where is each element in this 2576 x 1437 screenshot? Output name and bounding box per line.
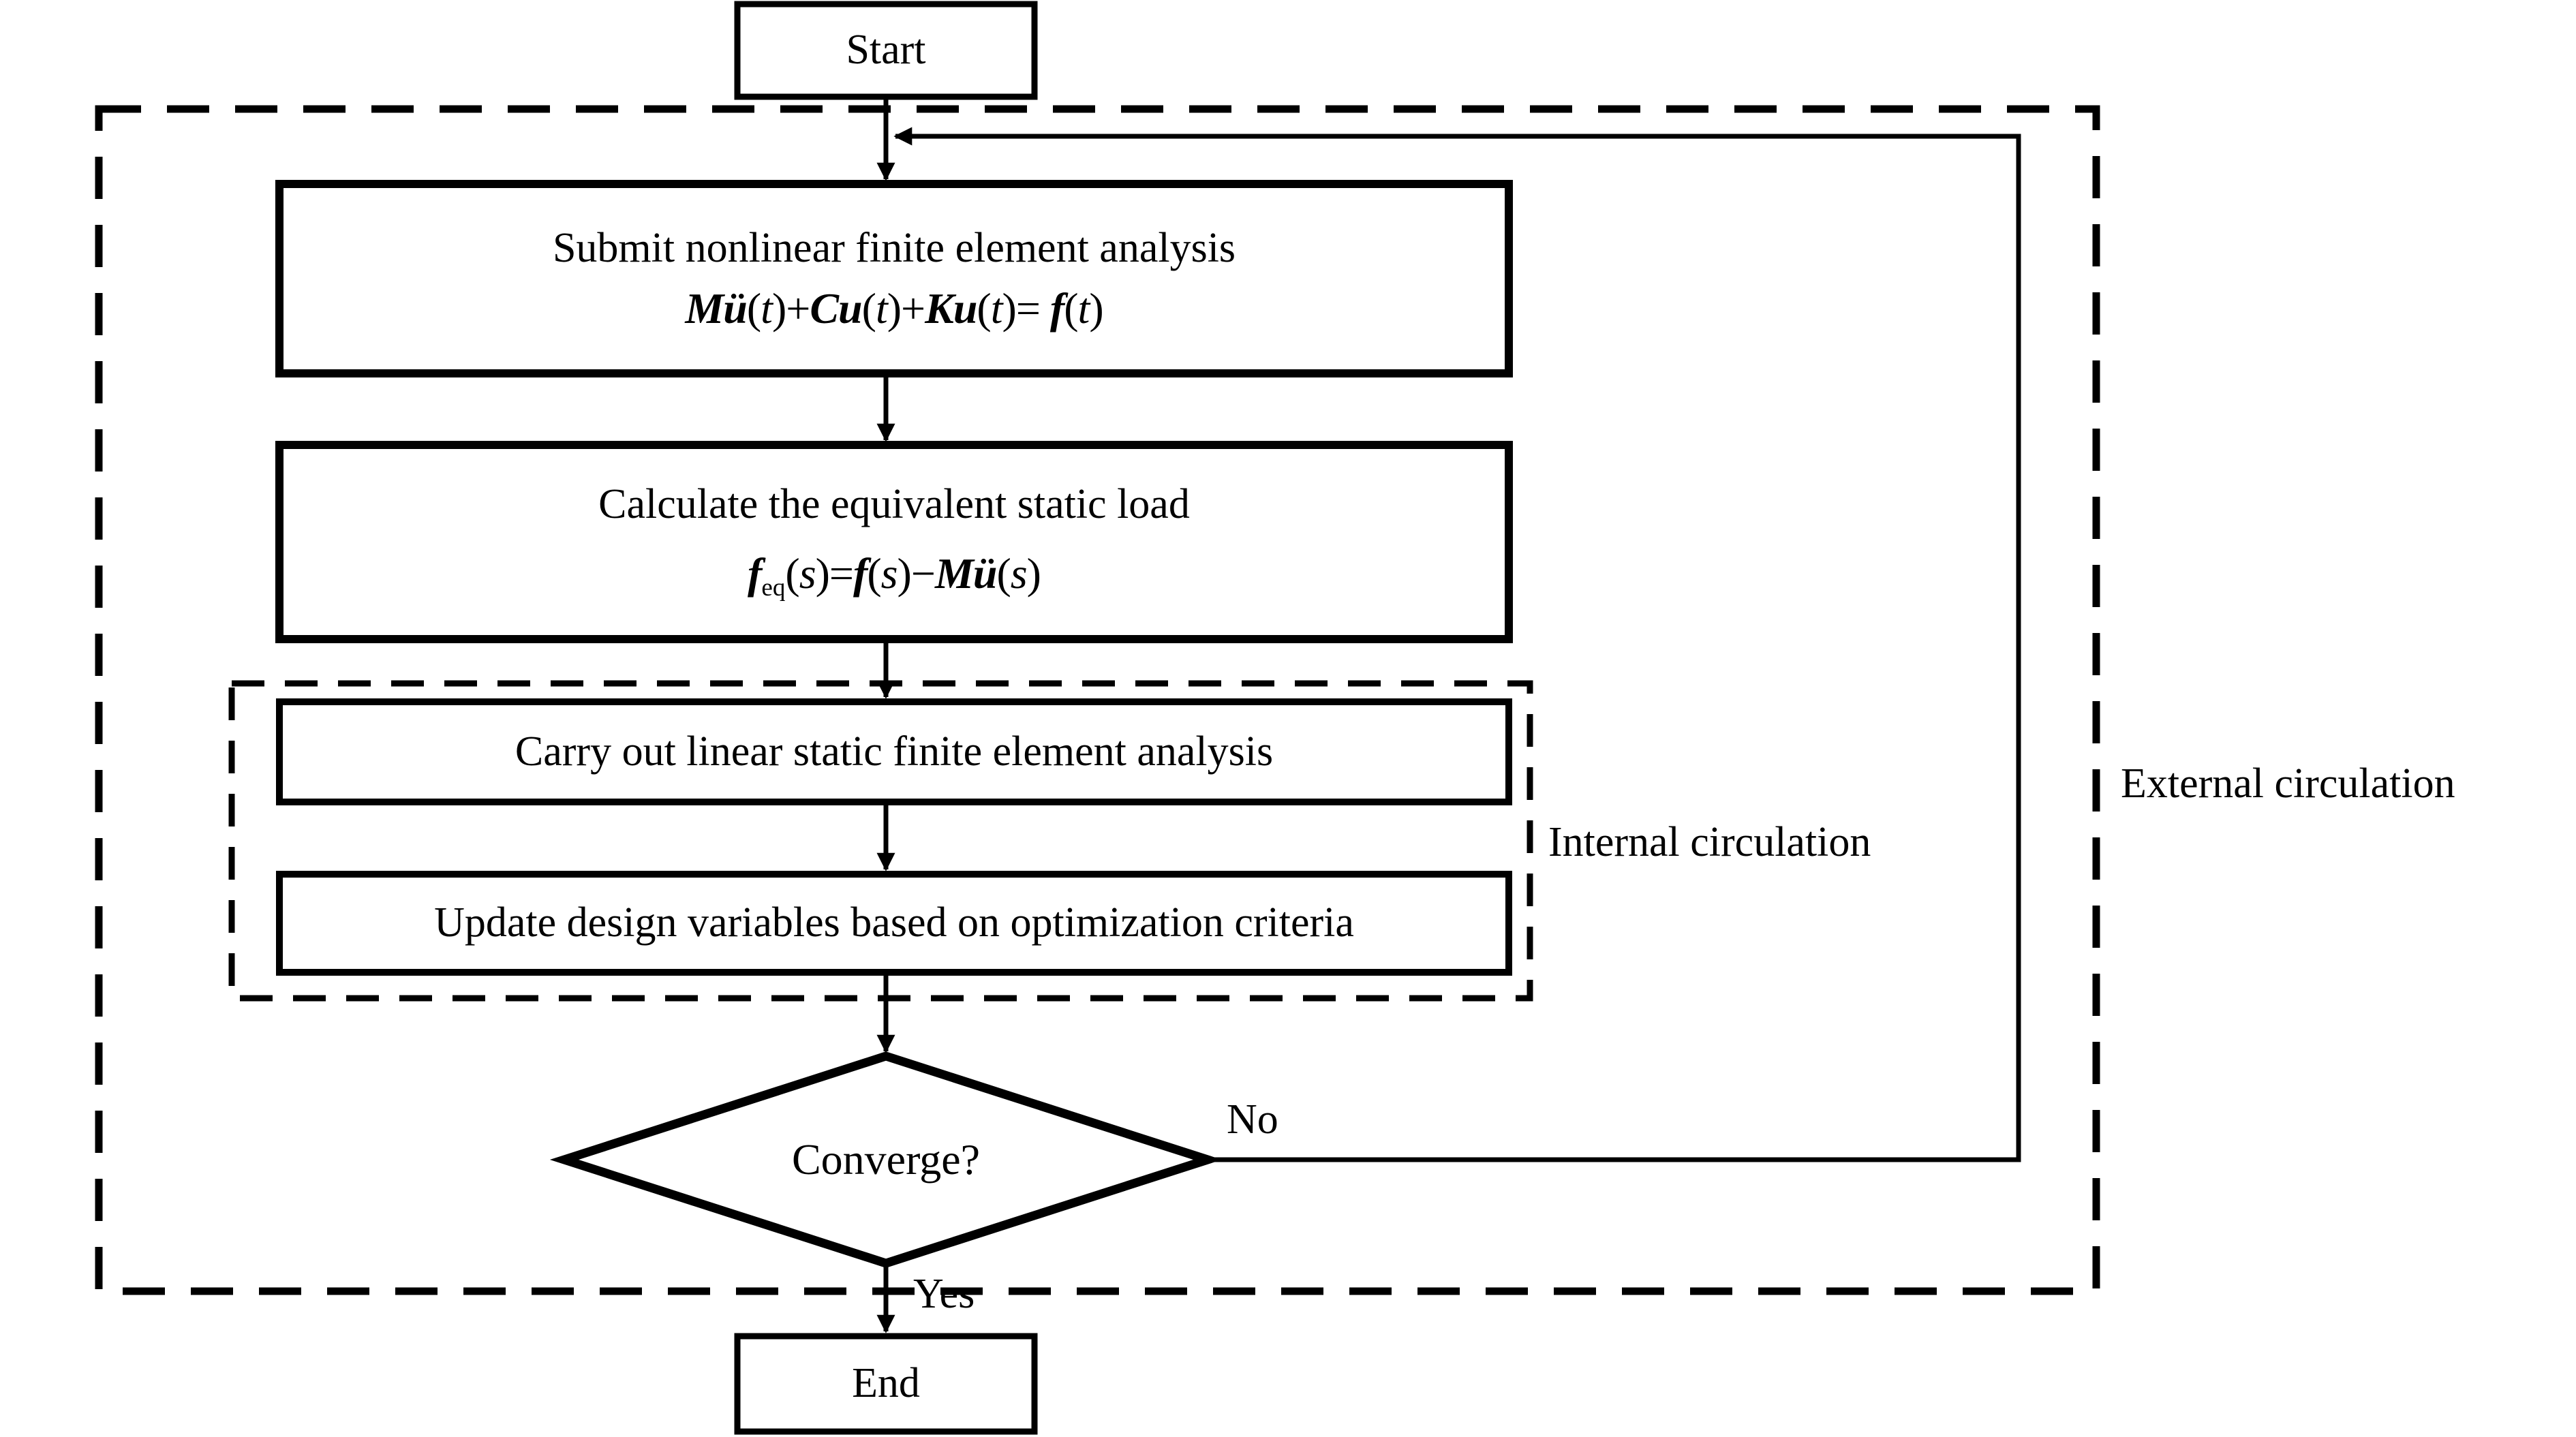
equation-part: ): [815, 548, 830, 598]
equation-part: f: [853, 548, 868, 598]
equivalent-load-equation: feq(s)=f(s)−Mü(s): [748, 548, 1041, 602]
update-variables-node: Update design variables based on optimiz…: [279, 874, 1509, 972]
internal-circulation-label: Internal circulation: [1548, 819, 1871, 865]
equation-part: Mü: [934, 548, 997, 598]
equation-part: ): [1026, 548, 1041, 598]
submit-analysis-box: [275, 180, 1513, 377]
equation-part: s: [880, 548, 898, 598]
equation-part: (: [1064, 283, 1078, 333]
equation-part: f: [748, 548, 762, 598]
submit-analysis-title: Submit nonlinear finite element analysis: [552, 224, 1236, 271]
equation-part: ): [887, 283, 902, 333]
start-node: Start: [737, 4, 1034, 97]
no-feedback-arrow: [893, 127, 2021, 1162]
linear-analysis-box: [276, 698, 1512, 805]
equation-part: eq: [761, 573, 786, 602]
update-variables-box: [276, 871, 1512, 976]
converge-node: Converge?: [564, 1056, 1208, 1263]
end-box: [734, 1333, 1038, 1435]
equation-part: ): [771, 283, 786, 333]
converge-label: Converge?: [791, 1135, 981, 1184]
external-circulation-label: External circulation: [2121, 760, 2455, 807]
equation-part: ): [897, 548, 912, 598]
yes-edge-label: Yes: [913, 1271, 975, 1317]
equation-part: f: [1049, 283, 1064, 333]
external-loop-dashed-border: [95, 105, 2100, 1295]
equation-part: ): [1002, 283, 1017, 333]
update-variables-label: Update design variables based on optimiz…: [434, 899, 1354, 946]
equation-part: −: [910, 548, 936, 598]
equation-part: +: [901, 283, 925, 333]
equation-part: Mü: [685, 283, 747, 333]
equation-part: s: [799, 548, 816, 598]
end-node: End: [737, 1336, 1034, 1432]
equation-part: =: [1015, 283, 1050, 333]
equation-part: (: [977, 283, 991, 333]
equivalent-load-title: Calculate the equivalent static load: [598, 481, 1190, 528]
equation-part: (: [867, 548, 881, 598]
equivalent-load-box: [275, 441, 1513, 643]
no-edge-label: No: [1227, 1096, 1278, 1143]
equation-part: t: [875, 283, 888, 333]
submit-analysis-node: Submit nonlinear finite element analysis…: [279, 184, 1509, 373]
equation-part: ): [1089, 283, 1103, 333]
equation-part: t: [1077, 283, 1090, 333]
linear-analysis-node: Carry out linear static finite element a…: [279, 702, 1509, 802]
equation-part: +: [786, 283, 810, 333]
equation-part: (: [996, 548, 1011, 598]
equation-part: (: [746, 283, 761, 333]
submit-analysis-equation: Mü(t)+Cu(t)+Ku(t)= f(t): [685, 285, 1103, 331]
equation-part: s: [1010, 548, 1028, 598]
equivalent-load-node: Calculate the equivalent static load feq…: [279, 445, 1509, 639]
equation-part: (: [861, 283, 876, 333]
equation-part: =: [829, 548, 854, 598]
equation-part: (: [785, 548, 799, 598]
linear-analysis-label: Carry out linear static finite element a…: [515, 728, 1274, 775]
start-label: Start: [846, 27, 926, 74]
equation-part: Ku: [925, 283, 977, 333]
equation-part: t: [761, 283, 773, 333]
end-label: End: [852, 1360, 920, 1407]
equation-part: Cu: [810, 283, 862, 333]
equation-part: t: [990, 283, 1003, 333]
